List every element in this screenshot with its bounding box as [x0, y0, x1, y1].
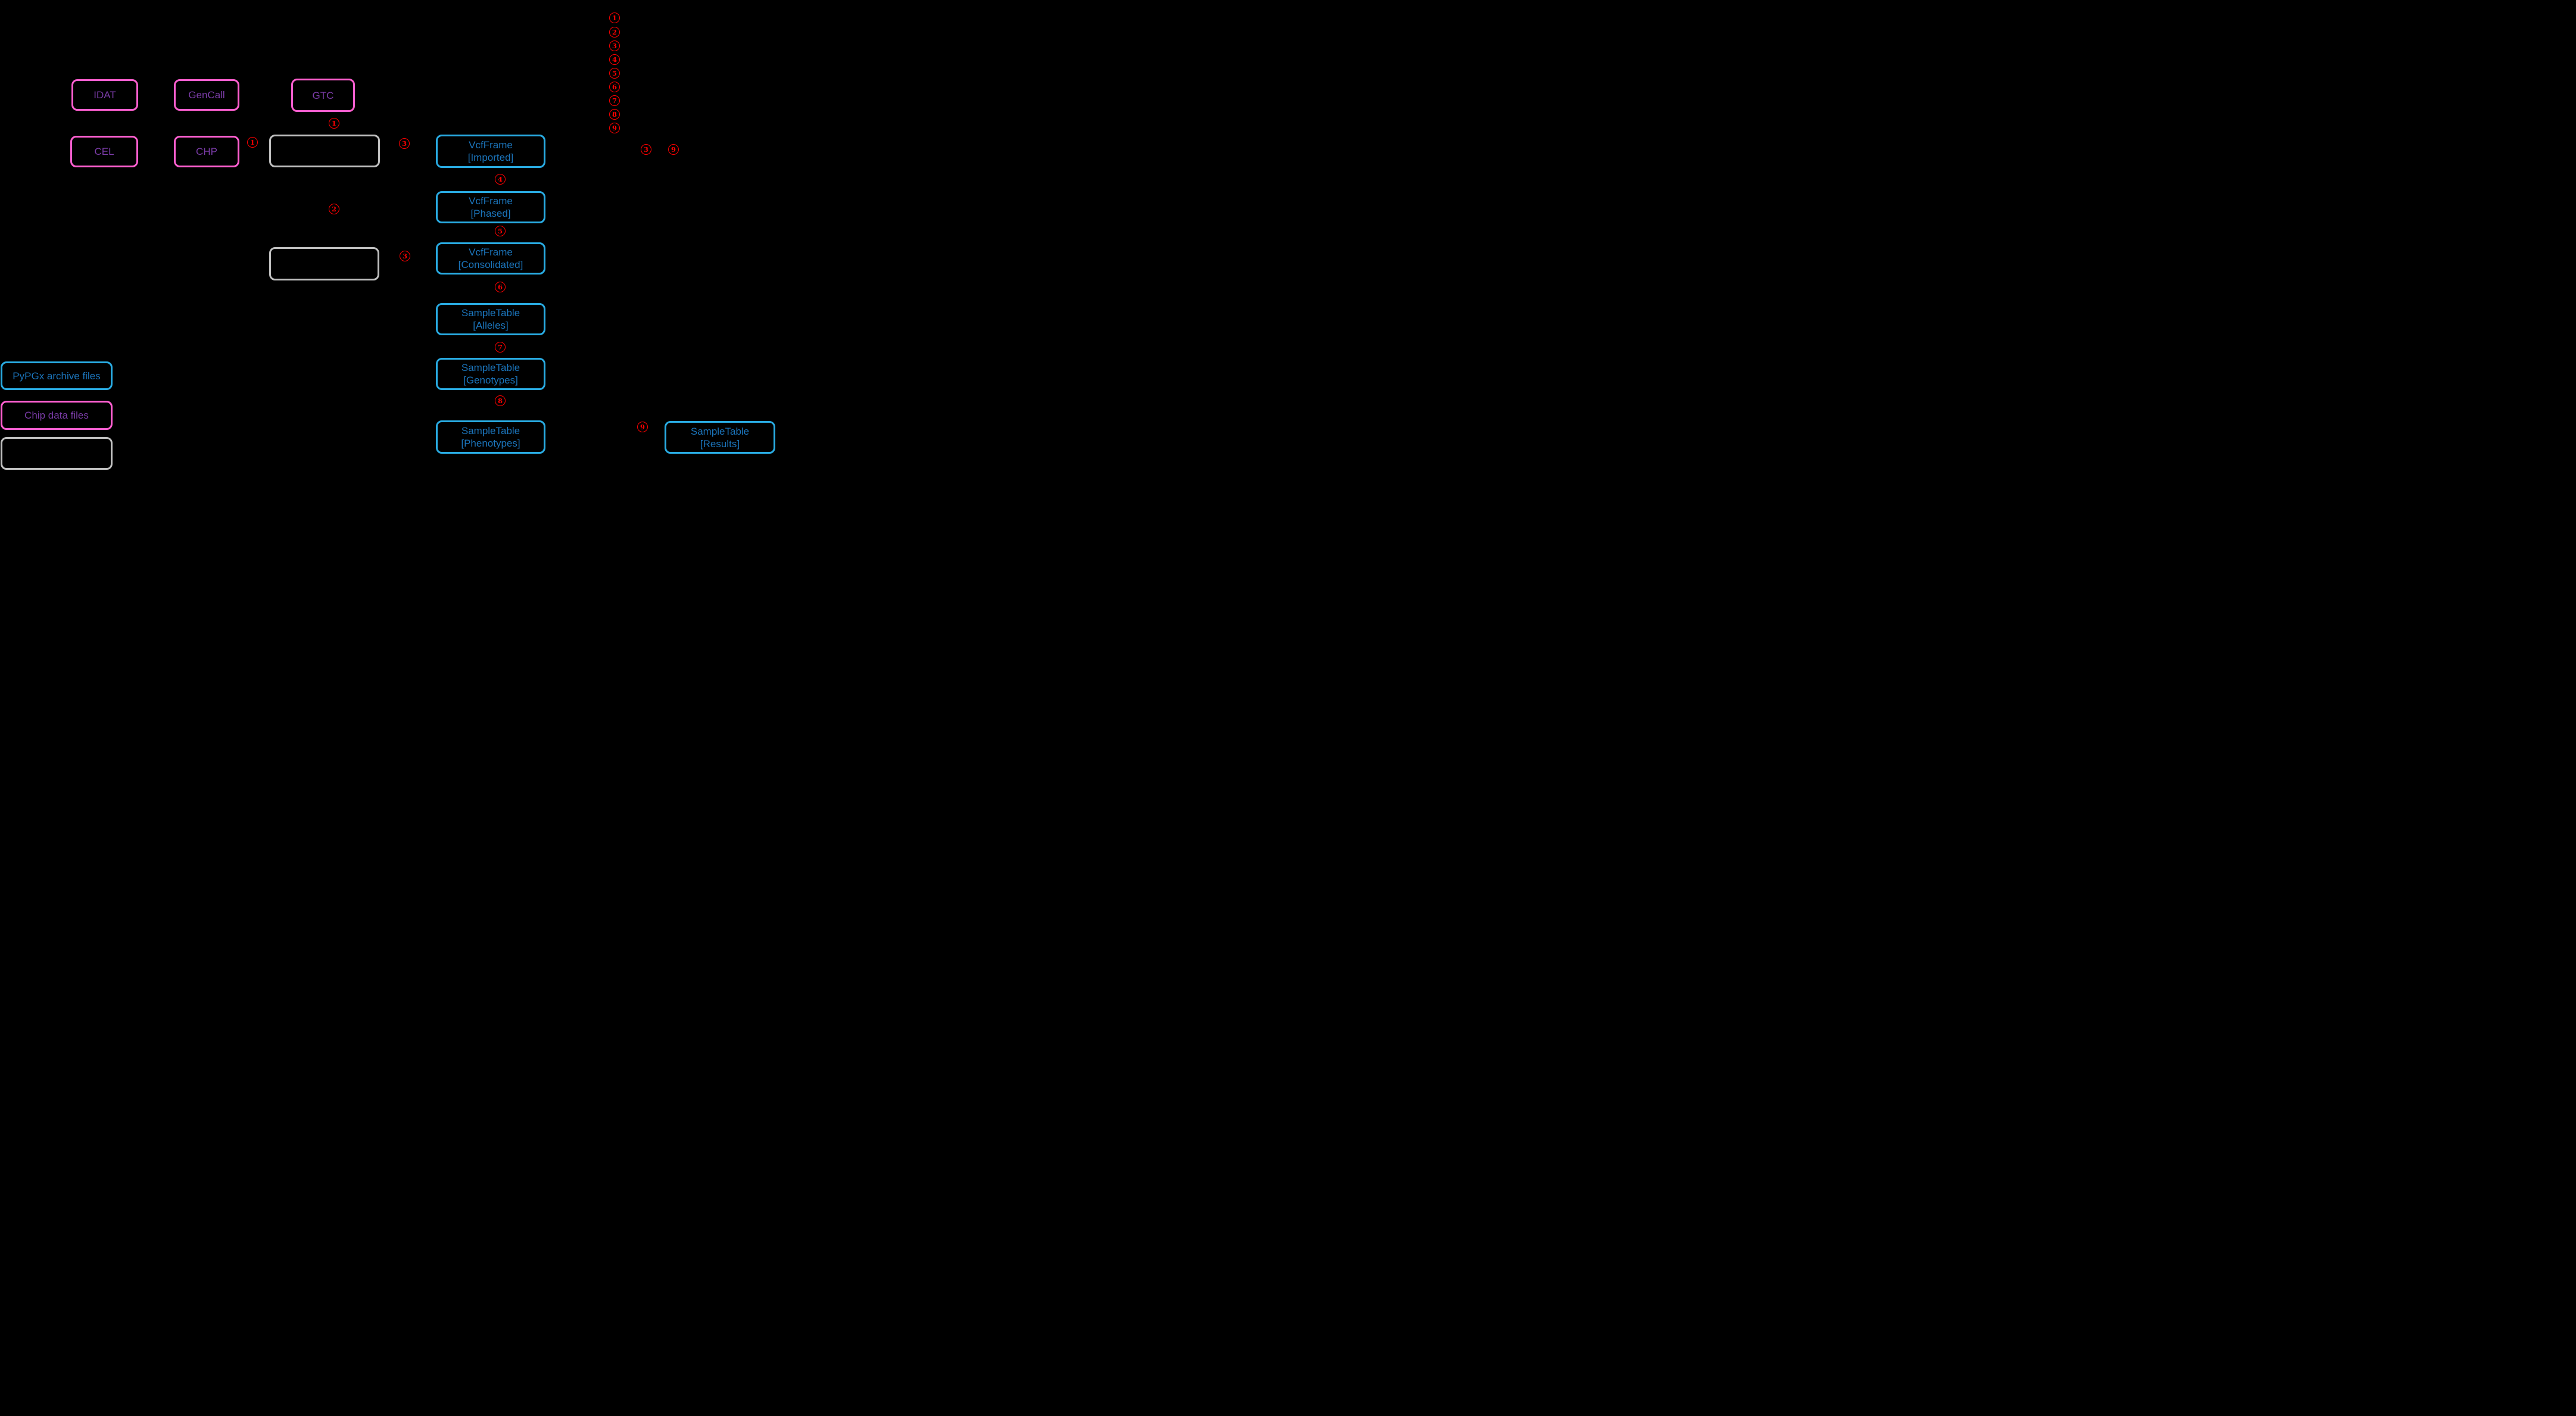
badge-step-3-consolidated: 3 [400, 251, 410, 261]
node-legend-pypgx-archive-files-label: PyPGx archive files [13, 370, 101, 382]
badge-legend-1: 1 [609, 13, 620, 23]
badge-legend-8: 8 [609, 109, 620, 120]
node-cel-label: CEL [94, 146, 114, 157]
badge-legend-6: 6 [609, 82, 620, 92]
badge-legend-2: 2 [609, 27, 620, 38]
node-vcfframe-phased-label: [Phased] [470, 208, 511, 219]
badge-legend-5: 5 [609, 68, 620, 79]
node-idat: IDAT [71, 79, 138, 111]
badge-step-4: 4 [495, 174, 506, 185]
badge-legend-9: 9 [609, 123, 620, 133]
node-legend-chip-data-files-label: Chip data files [24, 410, 89, 421]
node-vcfframe-phased-label: VcfFrame [469, 195, 513, 207]
badge-step-5: 5 [495, 226, 506, 236]
node-vcfframe-imported-label: [Imported] [467, 152, 514, 163]
node-gencall-label: GenCall [188, 89, 225, 101]
badge-legend-7: 7 [609, 95, 620, 106]
badge-step-8: 8 [495, 395, 506, 406]
node-vcfframe-consolidated-label: VcfFrame [469, 247, 513, 258]
node-gencall: GenCall [174, 79, 239, 111]
node-sampletable-results-label: SampleTable [690, 425, 750, 437]
node-vcfframe-imported: VcfFrame[Imported] [436, 135, 545, 168]
badge-legend-4: 4 [609, 54, 620, 65]
node-sampletable-genotypes: SampleTable [Genotypes] [436, 358, 545, 390]
node-idat-label: IDAT [93, 89, 116, 101]
node-sampletable-results-label: [Results] [700, 438, 740, 450]
badge-step-6: 6 [495, 282, 506, 292]
node-sampletable-alleles-label: [Alleles] [473, 320, 509, 331]
node-sampletable-genotypes-label: SampleTable [461, 362, 520, 373]
node-legend-other-files [1, 437, 113, 470]
node-sampletable-alleles-label: SampleTable [461, 307, 520, 319]
node-sampletable-phenotypes-label: [Phenotypes] [461, 438, 520, 449]
node-gtc: GTC [291, 79, 355, 112]
node-sampletable-alleles: SampleTable[Alleles] [436, 303, 545, 335]
badge-legend-3: 3 [609, 40, 620, 51]
badge-step-2: 2 [329, 204, 339, 214]
badge-step-3-imported: 3 [399, 138, 410, 149]
node-file-box-1 [269, 135, 380, 167]
node-sampletable-results: SampleTable[Results] [665, 421, 775, 454]
node-vcfframe-consolidated-label: [Consolidated] [458, 259, 523, 270]
node-sampletable-phenotypes: SampleTable [Phenotypes] [436, 420, 545, 454]
badge-column-3: 3 [641, 144, 651, 155]
badge-step-1-chp: 1 [247, 137, 258, 148]
node-file-box-2 [269, 247, 379, 280]
node-chp: CHP [174, 136, 239, 167]
badge-step-7: 7 [495, 342, 506, 353]
node-legend-pypgx-archive-files: PyPGx archive files [1, 361, 113, 390]
badge-column-9: 9 [668, 144, 679, 155]
node-cel: CEL [70, 136, 138, 167]
badge-step-1-gtc: 1 [329, 118, 339, 129]
node-vcfframe-imported-label: VcfFrame [469, 139, 513, 151]
node-chp-label: CHP [196, 146, 217, 157]
node-sampletable-phenotypes-label: SampleTable [461, 425, 520, 436]
badge-step-9-results: 9 [637, 422, 648, 432]
node-gtc-label: GTC [312, 89, 334, 101]
node-vcfframe-consolidated: VcfFrame[Consolidated] [436, 242, 545, 275]
node-sampletable-genotypes-label: [Genotypes] [463, 375, 518, 386]
node-legend-chip-data-files: Chip data files [1, 401, 113, 430]
node-vcfframe-phased: VcfFrame[Phased] [436, 191, 545, 223]
